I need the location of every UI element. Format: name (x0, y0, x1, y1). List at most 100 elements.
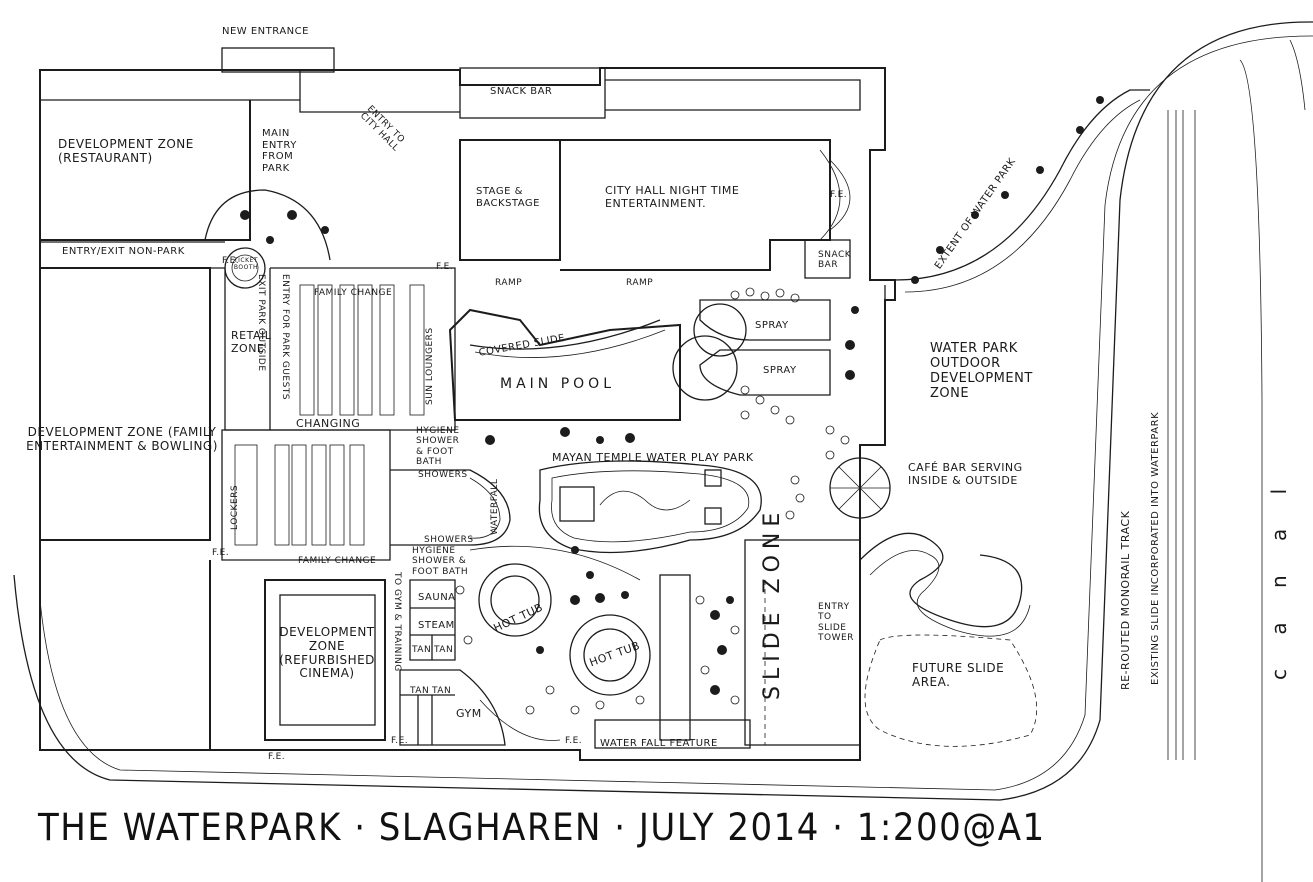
label-tan-3: TAN (410, 686, 430, 696)
site-boundary-road-inner (39, 35, 1313, 791)
city-hall-hall (560, 139, 831, 271)
label-retail-zone: RETAIL ZONE (231, 329, 272, 355)
temple-structure-3 (704, 507, 722, 525)
covered-slide-2 (474, 329, 666, 358)
shower-block (390, 469, 511, 546)
label-canal: c a n a l (1267, 474, 1291, 680)
changing-lower (221, 429, 391, 561)
label-ramp-2: RAMP (626, 278, 654, 288)
monorail-track (1167, 110, 1196, 760)
cinema-zone-walls (209, 560, 386, 750)
hot-tub-1 (490, 575, 540, 625)
new-entrance-block (221, 47, 335, 73)
wall (605, 79, 861, 111)
label-dev-zone-family: DEVELOPMENT ZONE (FAMILY ENTERTAINMENT &… (26, 425, 218, 453)
city-hall-walls (459, 139, 561, 261)
label-exit-park: EXIT PARK OUTSIDE (256, 274, 266, 372)
label-outdoor-development-zone: WATER PARK OUTDOOR DEVELOPMENT ZONE (930, 341, 1033, 401)
label-fe-7: F.E. (830, 190, 848, 200)
label-hygiene-shower-top: HYGIENE SHOWER & FOOT BATH (416, 426, 460, 468)
extent-of-water-park-line-2 (904, 99, 1141, 293)
label-main-pool: MAIN POOL (500, 376, 615, 392)
label-tan-4: TAN (432, 686, 452, 696)
label-waterfall: WATERFALL (490, 478, 500, 535)
label-steam: STEAM (418, 620, 455, 631)
label-family-change-top: FAMILY CHANGE (314, 288, 393, 298)
cafe-bar-rays (830, 458, 890, 518)
label-entry-exit-non-park: ENTRY/EXIT NON-PARK (62, 246, 185, 257)
existing-slide-coil-2 (869, 550, 1031, 637)
label-lockers: LOCKERS (230, 484, 240, 530)
hot-tub-2 (583, 628, 637, 682)
spray-pool-2 (699, 349, 831, 396)
label-entry-park-guests: ENTRY FOR PARK GUESTS (280, 274, 290, 401)
label-showers-2: SHOWERS (424, 535, 474, 545)
cinema-screen (279, 594, 376, 726)
cubicles-top (299, 284, 425, 416)
label-fe-6: F.E. (565, 736, 583, 746)
label-snack-bar-small: SNACK BAR (818, 250, 852, 271)
label-fe-4: F.E. (268, 752, 286, 762)
slide-tower-strip (659, 574, 691, 741)
temple-structure-1 (559, 486, 595, 522)
right-edge-line-2 (1289, 39, 1306, 111)
ticket-booth (231, 254, 259, 282)
waterfall-feature-basin (594, 719, 751, 749)
label-city-hall: CITY HALL NIGHT TIME ENTERTAINMENT. (605, 184, 740, 210)
site-boundary-road (13, 21, 1313, 801)
label-tan-1: TAN (412, 645, 432, 655)
label-slide-zone: SLIDE ZONE (760, 506, 785, 700)
label-fe-3: F.E. (212, 548, 230, 558)
waterfall-arc (469, 477, 501, 539)
label-hygiene-shower-bottom: HYGIENE SHOWER & FOOT BATH (412, 546, 469, 577)
mayan-play-pool-inner (551, 470, 750, 543)
existing-slide-coil (859, 532, 1023, 628)
tree-symbols (240, 96, 1104, 695)
label-fe-1: F.E. (436, 262, 454, 272)
label-monorail: RE-ROUTED MONORAIL TRACK (1119, 510, 1132, 690)
label-ramp-1: RAMP (495, 278, 523, 288)
water-channel (599, 490, 691, 511)
small-snack-bar (804, 239, 851, 279)
extent-of-water-park-line (894, 89, 1150, 281)
hot-tub-1-ring (478, 563, 552, 637)
label-main-entry: MAIN ENTRY FROM PARK (262, 128, 297, 174)
wall (299, 70, 460, 113)
label-sun-loungers: SUN LOUNGERS (425, 327, 435, 405)
label-family-change-bottom: FAMILY CHANGE (298, 556, 377, 566)
label-to-gym: TO GYM & TRAINING (392, 572, 402, 672)
label-stage: STAGE & BACKSTAGE (476, 186, 540, 209)
label-cafe-bar: CAFÉ BAR SERVING INSIDE & OUTSIDE (908, 461, 1023, 487)
plan-title: THE WATERPARK · SLAGHAREN · JULY 2014 · … (38, 806, 1046, 850)
label-existing-slide: EXISTING SLIDE INCORPORATED INTO WATERPA… (1150, 411, 1161, 685)
label-future-slide-area: FUTURE SLIDE AREA. (912, 661, 1005, 689)
slide-zone (744, 539, 861, 746)
label-waterfall-feature: WATER FALL FEATURE (600, 738, 718, 749)
right-edge-line (1239, 59, 1263, 882)
spray-pool-round-2 (672, 335, 738, 401)
label-changing: CHANGING (296, 417, 361, 430)
gym-block (399, 669, 506, 746)
mayan-play-pool (538, 460, 762, 554)
label-spray-2: SPRAY (763, 365, 797, 376)
family-entertainment-walls (39, 267, 211, 750)
label-mayan-temple: MAYAN TEMPLE WATER PLAY PARK (552, 451, 754, 464)
future-slide-area (864, 634, 1038, 747)
restaurant-zone-walls (39, 100, 251, 241)
spray-pool-round-1 (693, 303, 747, 357)
label-fe-2: F.E. (222, 256, 240, 266)
label-showers-1: SHOWERS (418, 470, 468, 480)
label-gym: GYM (456, 707, 482, 720)
temple-structure-2 (704, 469, 722, 487)
label-spray-1: SPRAY (755, 320, 789, 331)
label-ticket-booth: TICKET BOOTH (233, 257, 259, 271)
spa-block (409, 579, 456, 661)
label-entry-slide-tower: ENTRY TO SLIDE TOWER (818, 602, 854, 644)
entry-rotunda (204, 189, 331, 261)
label-sauna: SAUNA (418, 592, 456, 603)
main-pool (448, 308, 681, 421)
covered-slide (469, 319, 661, 350)
hot-tub-2-ring (569, 614, 651, 696)
spray-pool-1 (699, 299, 831, 341)
